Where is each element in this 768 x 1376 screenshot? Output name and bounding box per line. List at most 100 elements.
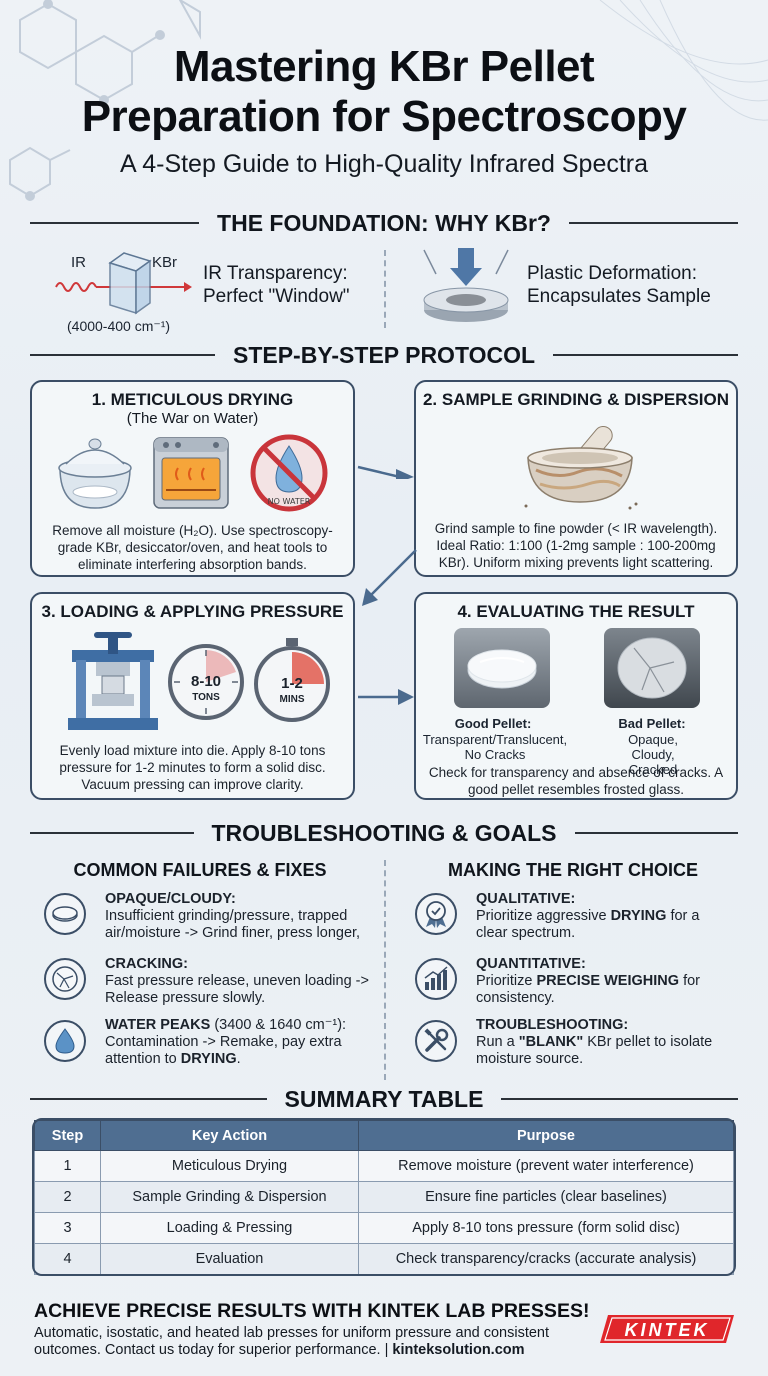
bad-pellet-title: Bad Pellet: xyxy=(618,716,686,731)
step1-subtitle: (The War on Water) xyxy=(126,410,259,427)
cell-purpose: Ensure fine particles (clear baselines) xyxy=(358,1181,734,1213)
cell-purpose: Check transparency/cracks (accurate anal… xyxy=(358,1243,734,1275)
failure-opaque: OPAQUE/CLOUDY: Insufficient grinding/pre… xyxy=(105,891,375,942)
choice-qualitative-label: QUALITATIVE: xyxy=(476,891,576,907)
page-title-line1: Mastering KBr Pellet xyxy=(173,42,595,91)
failure-water-label-extra: (3400 & 1640 cm⁻¹): xyxy=(214,1017,347,1033)
failure-water-tail: . xyxy=(236,1051,241,1067)
cta-body: Automatic, isostatic, and heated lab pre… xyxy=(34,1325,594,1359)
tools-icon xyxy=(415,1020,457,1062)
ir-crystal-icon xyxy=(55,252,192,315)
failure-opaque-label: OPAQUE/CLOUDY: xyxy=(105,891,236,907)
failure-cracking: CRACKING: Fast pressure release, uneven … xyxy=(105,956,375,1007)
gauge-tons-unit: TONS xyxy=(192,692,220,703)
cell-action: Meticulous Drying xyxy=(100,1150,359,1182)
range-label: (4000-400 cm⁻¹) xyxy=(67,318,171,334)
col-purpose: Purpose xyxy=(358,1120,734,1151)
failure-cracking-label: CRACKING: xyxy=(105,956,188,972)
cell-purpose: Remove moisture (prevent water interfere… xyxy=(358,1150,734,1182)
water-drop-icon xyxy=(44,1020,86,1062)
summary-heading-text: SUMMARY TABLE xyxy=(284,1085,484,1112)
protocol-heading-text: STEP-BY-STEP PROTOCOL xyxy=(232,341,536,368)
failure-water-peaks: WATER PEAKS (3400 & 1640 cm⁻¹): Contamin… xyxy=(105,1017,375,1068)
failure-water-label: WATER PEAKS xyxy=(105,1017,211,1033)
failure-water-text: Contamination -> Remake, pay extra atten… xyxy=(105,1034,342,1067)
cell-action: Sample Grinding & Dispersion xyxy=(100,1181,359,1213)
choice-title: MAKING THE RIGHT CHOICE xyxy=(448,860,698,880)
stopwatch-icon: 1-2 MINS xyxy=(254,638,330,722)
gauge-tons-value: 8-10 xyxy=(191,673,221,690)
gauge-mins-value: 1-2 xyxy=(281,675,303,692)
oven-icon xyxy=(153,437,229,509)
step3-title: 3. LOADING & APPLYING PRESSURE xyxy=(41,602,344,621)
troubleshooting-divider xyxy=(384,860,386,1080)
gauge-mins-unit: MINS xyxy=(280,694,305,705)
choice-troubleshooting-pre: Run a xyxy=(476,1034,519,1050)
pressure-gauge-icon: 8-10 TONS xyxy=(168,644,244,720)
arrow-right-icon xyxy=(358,689,414,705)
step2-body: Grind sample to fine powder (< IR wavele… xyxy=(434,521,718,570)
choice-quantitative-emph: PRECISE WEIGHING xyxy=(536,973,680,989)
foundation-heading: THE FOUNDATION: WHY KBr? xyxy=(30,208,738,238)
bad-pellet-image xyxy=(604,628,700,708)
step3-body: Evenly load mixture into die. Apply 8-10… xyxy=(59,743,326,792)
cell-purpose: Apply 8-10 tons pressure (form solid dis… xyxy=(358,1212,734,1244)
table-row: 1 Meticulous Drying Remove moisture (pre… xyxy=(34,1150,734,1182)
step-card-pressing: 3. LOADING & APPLYING PRESSURE 8-10 TONS… xyxy=(30,592,355,800)
step-card-grinding: 2. SAMPLE GRINDING & DISPERSION Grind sa… xyxy=(414,380,738,577)
good-pellet-title: Good Pellet: xyxy=(454,716,532,731)
choice-troubleshooting-emph: "BLANK" xyxy=(518,1034,584,1050)
pellet-icon xyxy=(44,893,86,935)
choice-quantitative-pre: Prioritize xyxy=(476,973,537,989)
table-row: 3 Loading & Pressing Apply 8-10 tons pre… xyxy=(34,1212,734,1244)
cell-step: 2 xyxy=(34,1181,101,1213)
summary-header-row: Step Key Action Purpose xyxy=(34,1120,734,1151)
cta-link[interactable]: kinteksolution.com xyxy=(392,1342,525,1358)
choice-troubleshooting-post: KBr pellet to isolate moisture source. xyxy=(476,1034,713,1067)
failures-title: COMMON FAILURES & FIXES xyxy=(73,860,327,880)
no-water-icon: NO WATER xyxy=(250,434,328,512)
good-pellet-image xyxy=(454,628,550,708)
choice-qualitative: QUALITATIVE: Prioritize aggressive DRYIN… xyxy=(476,891,726,942)
col-key-action: Key Action xyxy=(100,1120,359,1151)
choice-quantitative-label: QUANTITATIVE: xyxy=(476,956,586,972)
cell-step: 3 xyxy=(34,1212,101,1244)
cell-action: Evaluation xyxy=(100,1243,359,1275)
mortar-pestle-icon xyxy=(524,425,638,510)
table-row: 4 Evaluation Check transparency/cracks (… xyxy=(34,1243,734,1275)
kbr-label: KBr xyxy=(152,254,178,271)
cell-action: Loading & Pressing xyxy=(100,1212,359,1244)
troubleshooting-heading: TROUBLESHOOTING & GOALS xyxy=(30,818,738,848)
choice-troubleshooting: TROUBLESHOOTING: Run a "BLANK" KBr pelle… xyxy=(476,1017,726,1068)
step4-title: 4. EVALUATING THE RESULT xyxy=(457,602,695,621)
cell-step: 4 xyxy=(34,1243,101,1275)
choice-qualitative-emph: DRYING xyxy=(610,908,667,924)
choice-troubleshooting-label: TROUBLESHOOTING: xyxy=(476,1017,629,1033)
step-card-drying: 1. METICULOUS DRYING (The War on Water) … xyxy=(30,380,355,577)
desiccator-icon xyxy=(58,438,132,509)
foundation-heading-text: THE FOUNDATION: WHY KBr? xyxy=(217,209,551,236)
choice-quantitative: QUANTITATIVE: Prioritize PRECISE WEIGHIN… xyxy=(476,956,726,1007)
cta-body-text: Automatic, isostatic, and heated lab pre… xyxy=(34,1325,550,1358)
transparency-desc: Perfect "Window" xyxy=(203,286,350,307)
step1-body: Remove all moisture (H₂O). Use spectrosc… xyxy=(52,523,333,572)
choice-qualitative-pre: Prioritize aggressive xyxy=(476,908,611,924)
step2-title: 2. SAMPLE GRINDING & DISPERSION xyxy=(422,390,730,409)
kintek-logo[interactable]: KINTEK xyxy=(600,1313,734,1345)
no-water-icon-text: NO WATER xyxy=(268,497,311,506)
failure-opaque-text: Insufficient grinding/pressure, trapped … xyxy=(105,908,361,941)
deformation-title: Plastic Deformation: xyxy=(527,263,698,284)
step1-title: 1. METICULOUS DRYING xyxy=(91,390,294,409)
crack-icon xyxy=(44,958,86,1000)
troubleshooting-heading-text: TROUBLESHOOTING & GOALS xyxy=(211,819,557,846)
cta-title: ACHIEVE PRECISE RESULTS WITH KINTEK LAB … xyxy=(34,1300,590,1322)
bar-chart-icon xyxy=(415,958,457,1000)
deformation-desc: Encapsulates Sample xyxy=(527,286,711,307)
failure-water-emph: DRYING xyxy=(180,1051,237,1067)
bad-pellet-desc: Opaque, Cloudy, Cracked xyxy=(628,732,678,777)
arrow-diagonal-icon xyxy=(362,549,417,606)
page-subtitle: A 4-Step Guide to High-Quality Infrared … xyxy=(119,150,649,178)
good-pellet-desc: Transparent/Translucent, No Cracks xyxy=(422,732,568,762)
award-icon xyxy=(415,893,457,935)
ir-label: IR xyxy=(71,254,86,271)
